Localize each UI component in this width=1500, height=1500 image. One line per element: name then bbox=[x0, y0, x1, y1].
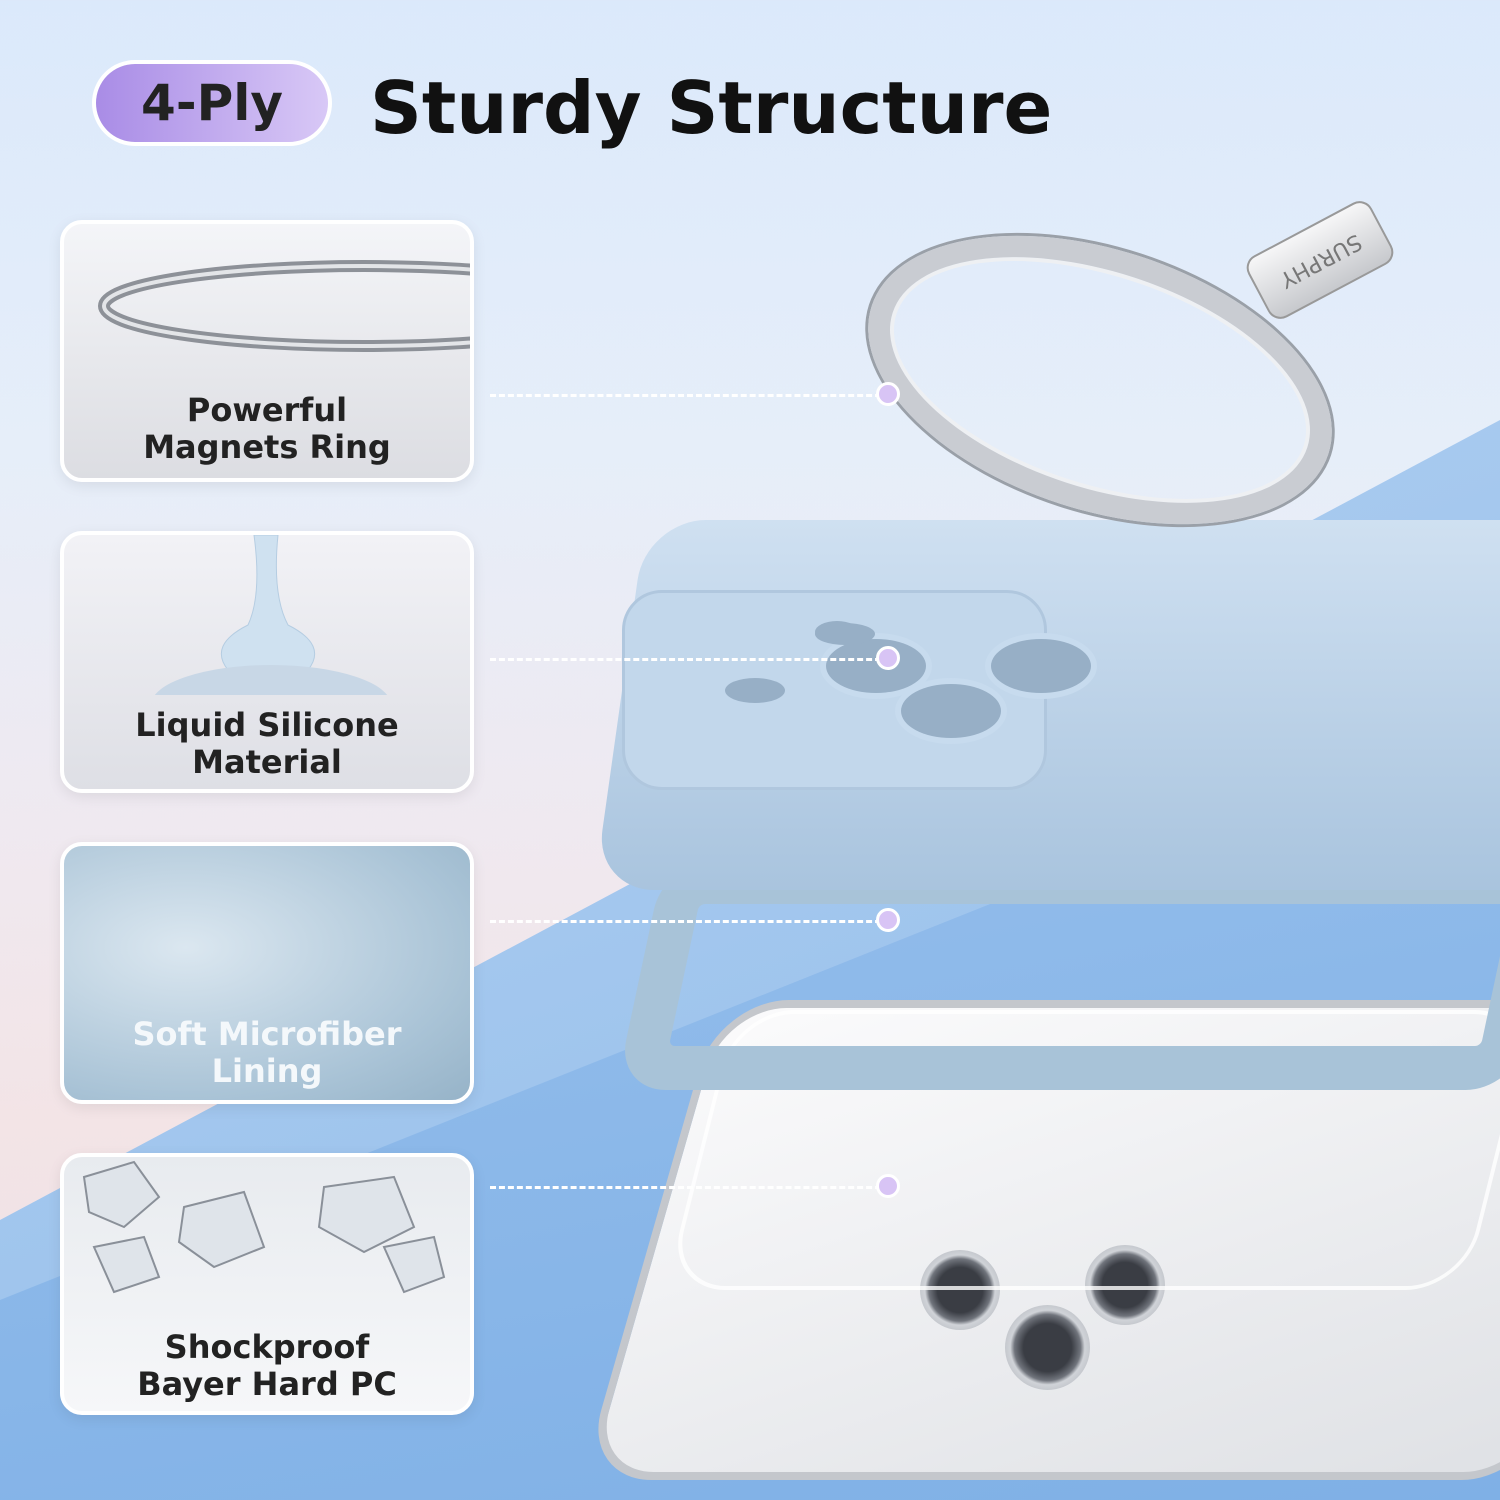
microfiber-lining-frame bbox=[615, 860, 1500, 1090]
layer-label: Powerful bbox=[186, 391, 348, 429]
connector-line bbox=[490, 1186, 890, 1189]
layer-label: Shockproof bbox=[164, 1328, 370, 1366]
layer-label: Magnets Ring bbox=[143, 428, 391, 466]
connector-line bbox=[490, 394, 890, 397]
case-camera-bump bbox=[622, 590, 1097, 790]
phone-lens bbox=[1005, 1305, 1090, 1390]
magnet-ring-icon bbox=[98, 260, 470, 352]
layer-label: Material bbox=[192, 743, 342, 781]
phone-lens bbox=[920, 1250, 1000, 1330]
layer-label: Lining bbox=[211, 1052, 323, 1090]
connector-dot bbox=[876, 908, 900, 932]
layer-label: Soft Microfiber bbox=[132, 1015, 402, 1053]
ply-badge: 4-Ply bbox=[92, 60, 332, 146]
layer-label: Liquid Silicone bbox=[135, 706, 399, 744]
connector-dot bbox=[876, 382, 900, 406]
connector-line bbox=[490, 920, 890, 923]
phone-lens bbox=[1085, 1245, 1165, 1325]
silicone-drop-icon bbox=[154, 535, 388, 695]
brand-logo: SURPHY bbox=[1275, 228, 1365, 292]
layer-label: Bayer Hard PC bbox=[137, 1365, 397, 1403]
crystal-icon bbox=[82, 1160, 446, 1294]
connector-dot bbox=[876, 1174, 900, 1198]
connector-dot bbox=[876, 646, 900, 670]
badge-text: 4-Ply bbox=[141, 74, 283, 132]
connector-line bbox=[490, 658, 890, 661]
page-title: Sturdy Structure bbox=[370, 66, 1053, 150]
ring-tab-logo: SURPHY bbox=[1241, 196, 1399, 324]
